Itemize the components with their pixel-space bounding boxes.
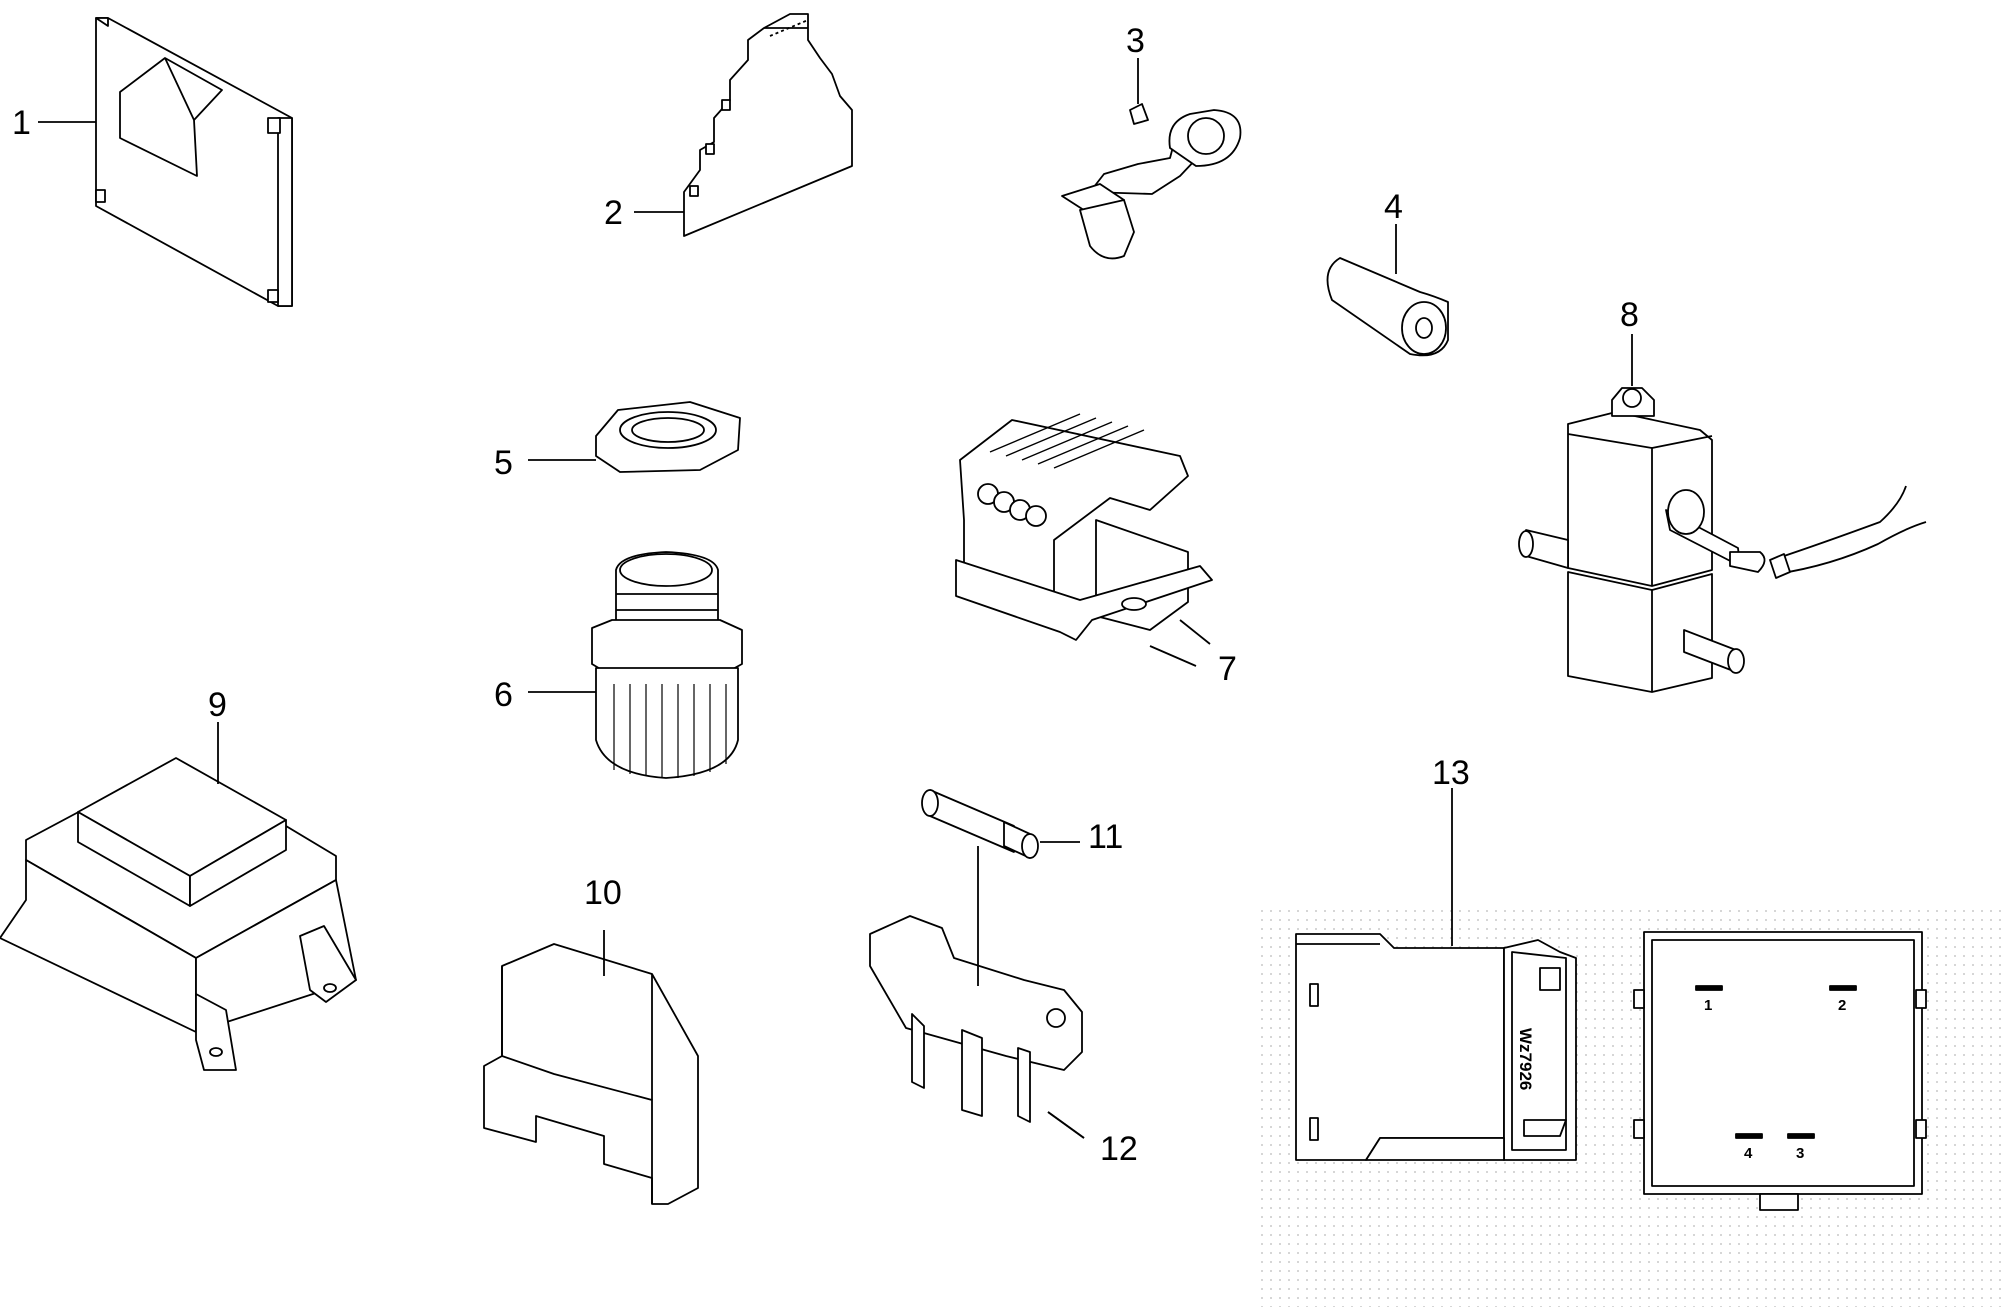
callout-11: 11 [1088, 818, 1123, 856]
end-plate-illustration [483, 930, 699, 1205]
relay-pin-2: 2 [1838, 997, 1846, 1014]
callout-2: 2 [604, 194, 623, 232]
callout-13: 13 [1432, 754, 1470, 792]
callout-10: 10 [584, 874, 622, 912]
fuse-illustration [921, 789, 1080, 859]
hex-nut-illustration [528, 401, 741, 473]
callout-8: 8 [1620, 296, 1639, 334]
relay-illustration [1254, 788, 2001, 1307]
callout-5: 5 [494, 444, 513, 482]
relay-pin-labels: 1 2 4 3 [1704, 997, 1846, 1162]
callout-3: 3 [1126, 22, 1145, 60]
connector-strip-illustration [634, 13, 853, 237]
solenoid-valve-illustration [1518, 334, 1927, 693]
relay-marking: Wz7926 [1516, 1028, 1535, 1090]
relay-pin-1: 1 [1704, 997, 1712, 1014]
circuit-board-illustration [38, 17, 293, 307]
ferrite-sleeve-illustration [1326, 224, 1449, 357]
relay-pin-3: 3 [1796, 1145, 1804, 1162]
callout-labels: 1 2 3 4 5 6 7 8 9 10 11 12 13 [12, 22, 1639, 1168]
callout-12: 12 [1100, 1130, 1138, 1168]
fuse-terminal-illustration [869, 846, 1085, 1139]
clamp-handle-illustration [1061, 58, 1242, 260]
callout-1: 1 [12, 104, 31, 142]
callout-9: 9 [208, 686, 227, 724]
transformer-illustration [0, 722, 357, 1071]
callout-7: 7 [1218, 650, 1237, 688]
callout-4: 4 [1384, 188, 1403, 226]
cable-gland-illustration [528, 551, 743, 779]
callout-6: 6 [494, 676, 513, 714]
terminal-block-assembly-illustration [955, 413, 1213, 645]
relay-pin-4: 4 [1744, 1145, 1753, 1162]
